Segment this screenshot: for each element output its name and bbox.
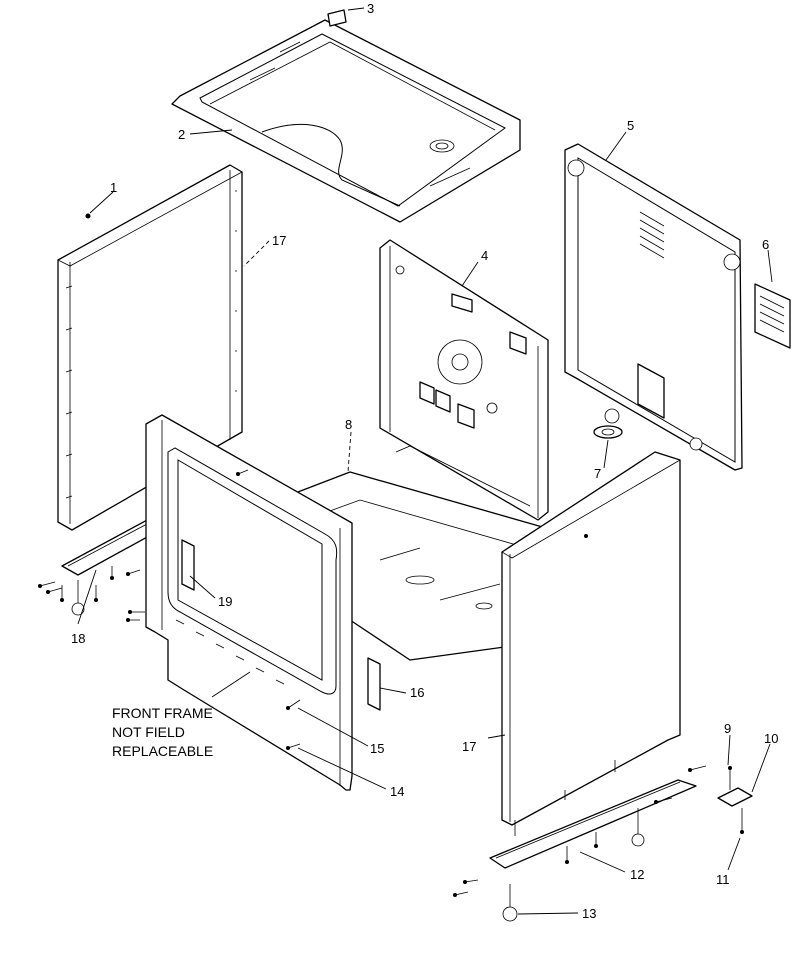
callout-6: 6 bbox=[762, 237, 769, 252]
top-bracket bbox=[327, 9, 347, 27]
callout-3: 3 bbox=[367, 1, 374, 16]
front-frame bbox=[145, 414, 353, 791]
leveling-leg bbox=[502, 884, 518, 922]
back-panel bbox=[564, 143, 743, 471]
right-side-panel bbox=[501, 451, 681, 836]
back-wall bbox=[379, 239, 549, 521]
callout-17-right: 17 bbox=[462, 739, 476, 754]
note-line-2: NOT FIELD bbox=[112, 724, 185, 740]
note-line-3: REPLACEABLE bbox=[112, 743, 213, 759]
top-panel bbox=[171, 19, 521, 223]
callout-14: 14 bbox=[390, 784, 404, 799]
small-bracket bbox=[717, 768, 753, 832]
callout-13: 13 bbox=[582, 906, 596, 921]
screws bbox=[38, 213, 744, 897]
callout-10: 10 bbox=[764, 731, 778, 746]
vent-cover bbox=[754, 283, 791, 349]
front-frame-note: FRONT FRAME NOT FIELD REPLACEABLE bbox=[112, 705, 213, 759]
callout-17-left: 17 bbox=[272, 233, 286, 248]
callout-18: 18 bbox=[71, 631, 85, 646]
callout-15: 15 bbox=[370, 741, 384, 756]
right-base-rail bbox=[489, 779, 697, 869]
callout-16: 16 bbox=[410, 685, 424, 700]
grommet bbox=[593, 425, 623, 439]
note-line-1: FRONT FRAME bbox=[112, 705, 213, 721]
callout-7: 7 bbox=[594, 466, 601, 481]
callout-1: 1 bbox=[110, 180, 117, 195]
callout-4: 4 bbox=[481, 248, 488, 263]
callout-11: 11 bbox=[716, 872, 730, 887]
callout-2: 2 bbox=[178, 127, 185, 142]
callout-19: 19 bbox=[218, 594, 232, 609]
callout-5: 5 bbox=[627, 118, 634, 133]
callout-8: 8 bbox=[345, 417, 352, 432]
callouts: 1 2 3 4 5 6 7 8 9 10 11 12 13 14 15 16 1… bbox=[71, 1, 778, 921]
leader-lines bbox=[77, 7, 773, 915]
hinge-bracket-left bbox=[181, 539, 195, 591]
callout-9: 9 bbox=[724, 721, 731, 736]
callout-12: 12 bbox=[630, 867, 644, 882]
hinge-bracket-right bbox=[367, 657, 381, 711]
